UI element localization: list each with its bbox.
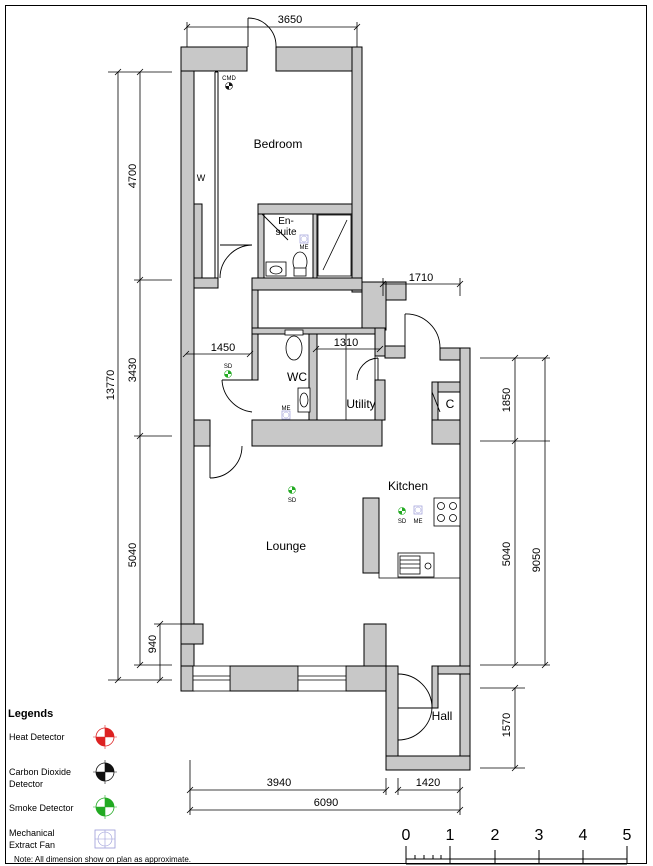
- legend: Legends Heat Detector Carbon Dioxide Det…: [8, 708, 191, 864]
- co2-detector-bedroom: CMD: [222, 76, 236, 90]
- wardrobe: [214, 71, 219, 278]
- svg-text:ME: ME: [414, 519, 423, 525]
- dim-wc-width: 1310: [334, 337, 358, 349]
- dim-bottom-lounge: 3940: [267, 777, 291, 789]
- smoke-detector-hallway: SD: [224, 364, 233, 378]
- co2-detector-icon: [93, 760, 117, 784]
- dim-middle-height: 3430: [127, 358, 139, 382]
- svg-text:CMD: CMD: [222, 76, 236, 82]
- dim-window-bay: 940: [147, 635, 159, 653]
- room-label-cupboard: C: [446, 397, 455, 411]
- legend-fan-label-1: Mechanical: [9, 828, 55, 838]
- utility-counter: [316, 333, 376, 421]
- scale-label-0: 0: [402, 827, 411, 844]
- extract-fan-icon: [94, 829, 116, 849]
- kitchen-appliances: [378, 497, 461, 579]
- smoke-detector-lounge: SD: [288, 486, 297, 504]
- dim-bottom-total: 6090: [314, 797, 338, 809]
- dim-bedroom-height: 4700: [127, 164, 139, 188]
- walls: [180, 46, 471, 771]
- scale-label-1: 1: [446, 827, 455, 844]
- dim-total-height: 13770: [105, 370, 117, 401]
- dim-bottom-hall: 1420: [416, 777, 440, 789]
- dim-lounge-height: 5040: [127, 543, 139, 567]
- windows: [192, 665, 347, 692]
- legend-co2-label-1: Carbon Dioxide: [9, 767, 71, 777]
- extract-fan-wc: ME: [282, 406, 291, 420]
- scale-bar: 0 1 2 3 4 5: [402, 827, 632, 865]
- scale-label-3: 3: [535, 827, 544, 844]
- scale-label-4: 4: [579, 827, 588, 844]
- scale-label-2: 2: [491, 827, 500, 844]
- heat-detector-icon: [93, 725, 117, 749]
- legend-note: Note: All dimension show on plan as appr…: [14, 855, 191, 864]
- smoke-detector-kitchen: SD: [398, 507, 407, 525]
- svg-text:SD: SD: [288, 498, 297, 504]
- room-label-kitchen: Kitchen: [388, 479, 428, 493]
- legend-smoke-label: Smoke Detector: [9, 803, 74, 813]
- dim-right-total: 9050: [531, 548, 543, 572]
- dimension-lines: [108, 22, 550, 815]
- room-label-lounge: Lounge: [266, 539, 306, 553]
- wc-fixtures: [284, 329, 311, 413]
- room-label-bedroom: Bedroom: [254, 137, 303, 151]
- svg-text:ME: ME: [282, 406, 291, 412]
- room-label-wardrobe: W: [197, 173, 206, 183]
- legend-co2-label-2: Detector: [9, 779, 43, 789]
- dim-left-small: 1450: [211, 342, 235, 354]
- room-label-utility: Utility: [346, 397, 375, 411]
- page-border: [5, 5, 647, 864]
- dim-right-upper: 1850: [501, 388, 513, 412]
- svg-text:ME: ME: [300, 245, 309, 251]
- dim-top-width: 3650: [278, 14, 302, 26]
- doors: [209, 17, 441, 741]
- room-label-wc: WC: [287, 370, 307, 384]
- svg-text:SD: SD: [398, 519, 407, 525]
- extract-fan-ensuite: ME: [300, 234, 309, 251]
- dim-kitchen-offset: 1710: [409, 272, 433, 284]
- legend-heat-label: Heat Detector: [9, 732, 65, 742]
- room-label-ensuite-2: suite: [275, 227, 297, 238]
- room-label-hall: Hall: [432, 709, 453, 723]
- scale-label-5: 5: [623, 827, 632, 844]
- dim-right-lower: 1570: [501, 713, 513, 737]
- extract-fan-kitchen: ME: [414, 505, 423, 525]
- legend-title: Legends: [8, 708, 53, 720]
- dim-right-middle: 5040: [501, 542, 513, 566]
- legend-fan-label-2: Extract Fan: [9, 840, 55, 850]
- room-label-ensuite-1: En-: [278, 216, 294, 227]
- ensuite-fixtures: [265, 214, 352, 277]
- svg-text:SD: SD: [224, 364, 233, 370]
- smoke-detector-icon: [93, 795, 117, 819]
